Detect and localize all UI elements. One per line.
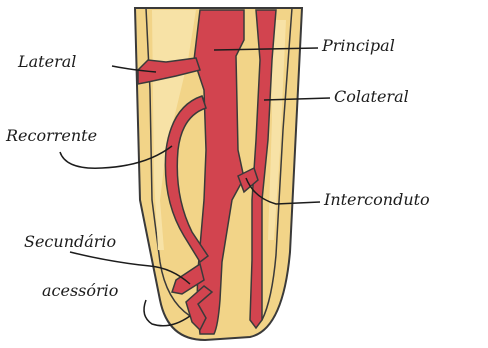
- label-acessorio: acessório: [42, 283, 118, 299]
- label-principal: Principal: [322, 38, 395, 54]
- label-colateral: Colateral: [334, 89, 409, 105]
- label-lateral: Lateral: [18, 54, 76, 70]
- label-secundario: Secundário: [24, 234, 116, 250]
- label-interconduto: Interconduto: [324, 192, 430, 208]
- label-recorrente: Recorrente: [6, 128, 97, 144]
